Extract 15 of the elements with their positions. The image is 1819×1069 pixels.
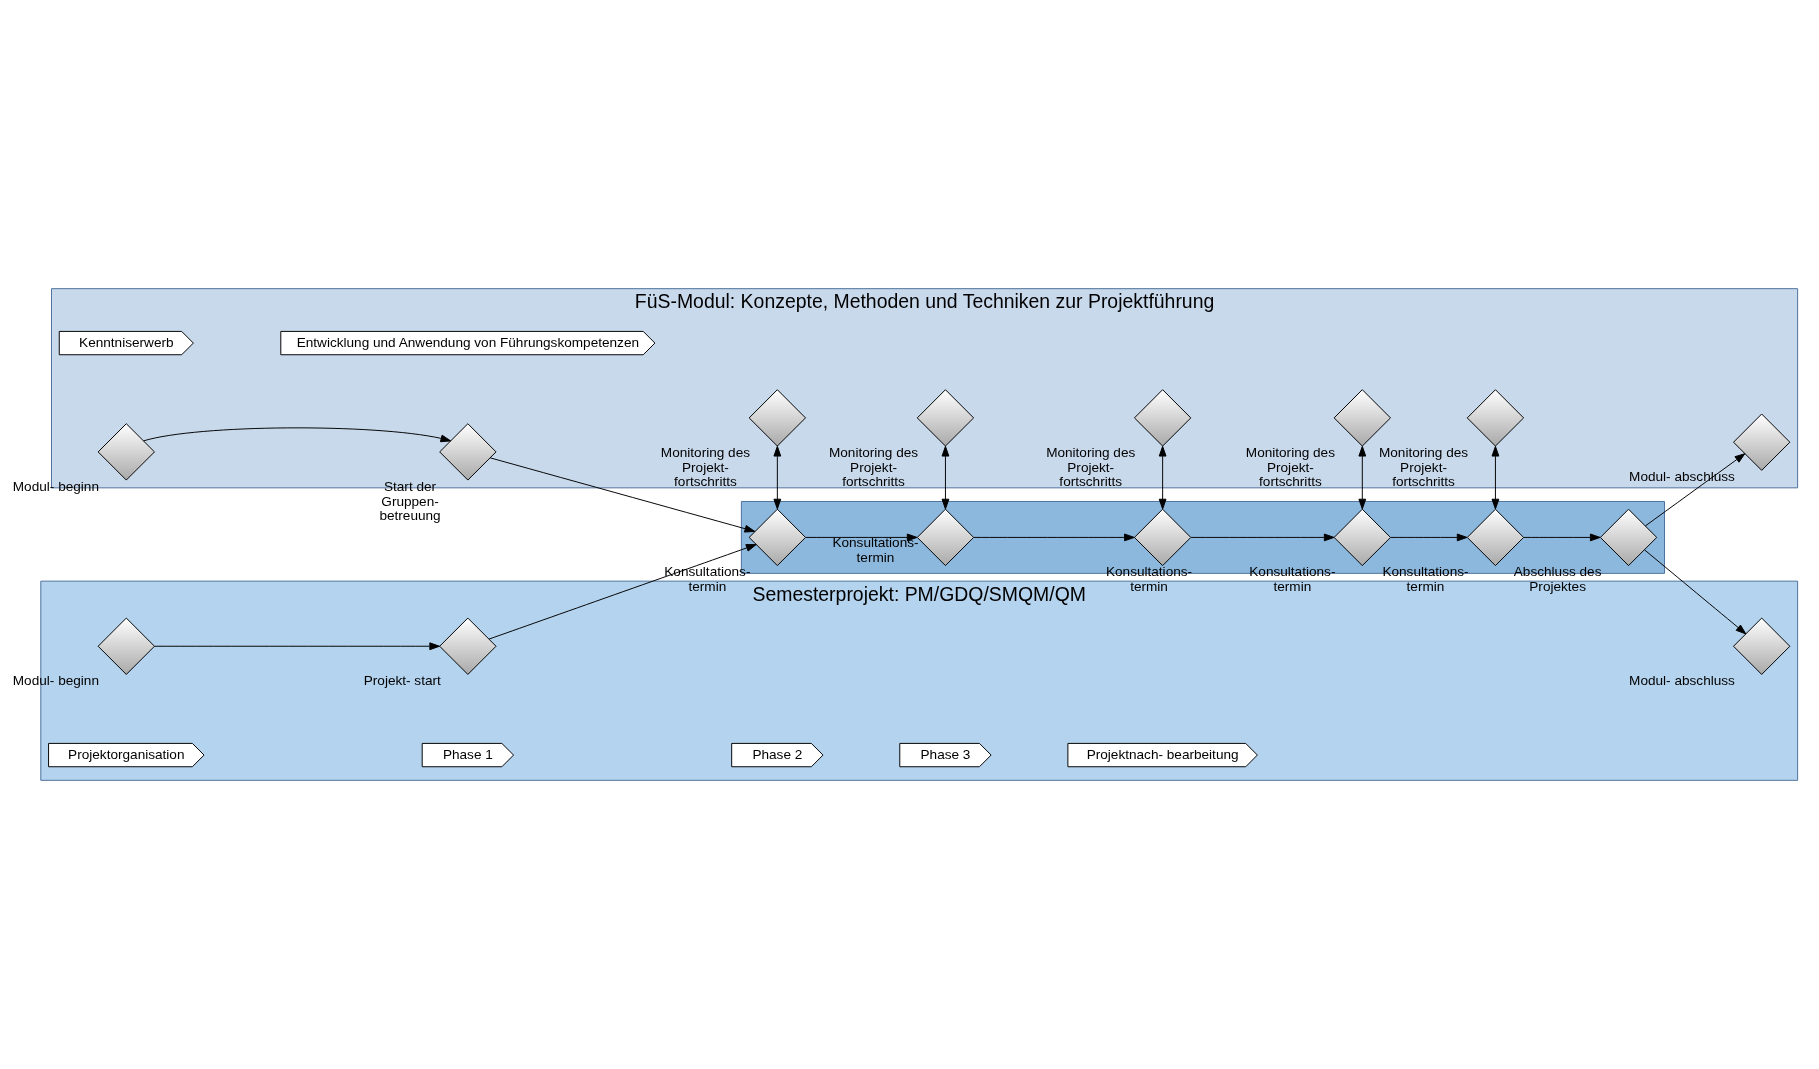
node-label: Projekt- start bbox=[363, 673, 441, 689]
node-label: Monitoring des Projekt- fortschritts bbox=[828, 444, 919, 490]
node-label: Start der Gruppen- betreuung bbox=[379, 478, 441, 524]
node-label: Monitoring des Projekt- fortschritts bbox=[660, 444, 751, 490]
node-label: Konsultations- termin bbox=[832, 535, 919, 565]
node-label: Monitoring des Projekt- fortschritts bbox=[1245, 444, 1335, 490]
node-label: Monitoring des Projekt- fortschritts bbox=[1046, 444, 1136, 490]
node-label: Modul- abschluss bbox=[1629, 673, 1735, 689]
node-label: Konsultations- termin bbox=[1249, 564, 1336, 595]
node-label: Modul- beginn bbox=[12, 478, 99, 494]
node-label: Monitoring des Projekt- fortschritts bbox=[1378, 444, 1469, 490]
node-label: Konsultations- termin bbox=[1105, 564, 1193, 595]
node-label: Konsultations- termin bbox=[1382, 564, 1469, 595]
node-label: Abschluss des Projektes bbox=[1513, 564, 1602, 595]
node-label: Modul- beginn bbox=[12, 673, 99, 689]
